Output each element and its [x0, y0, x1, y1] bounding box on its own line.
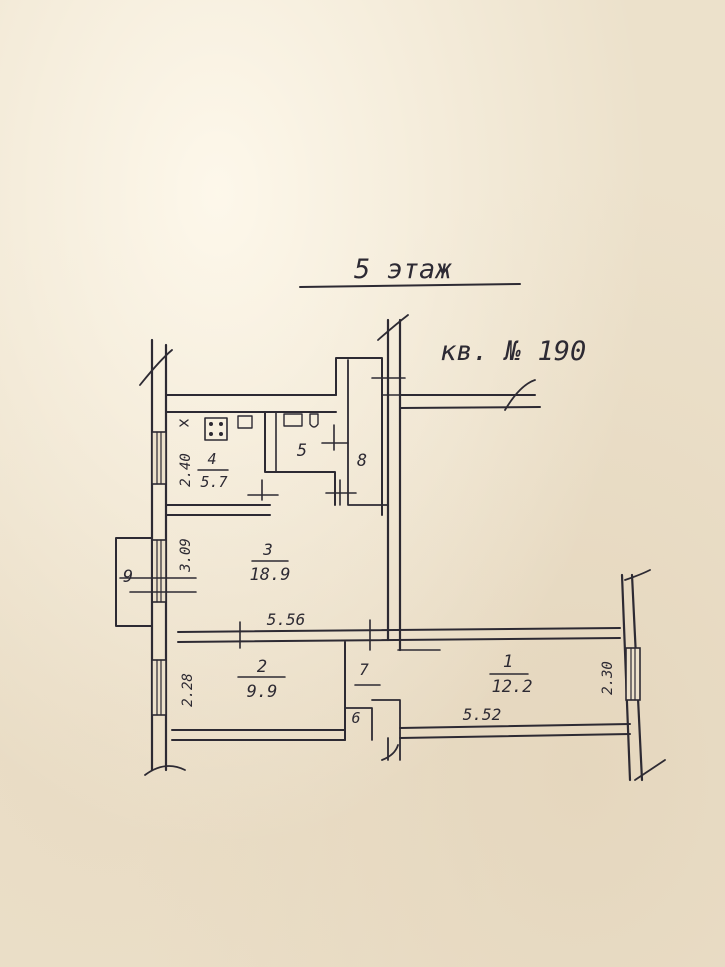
room-2-width-dimension: 2.28 — [180, 673, 196, 707]
room-4-number: 4 — [207, 450, 216, 468]
room-3-area: 18.9 — [250, 565, 291, 585]
room7-right-wall — [371, 699, 401, 761]
room-2-number: 2 — [257, 657, 267, 677]
middle-wall-top — [177, 627, 621, 633]
apartment-label: кв. № 190 — [440, 336, 586, 367]
corridor-wall-inner — [347, 359, 389, 506]
bathroom-wall — [264, 411, 336, 506]
door-marks — [239, 377, 441, 686]
room-3-length-dimension: 5.56 — [267, 610, 306, 629]
room-7-number: 7 — [359, 660, 369, 679]
fixtures — [179, 413, 319, 441]
wall-break-mark-top-left — [139, 349, 173, 386]
vent-mark-icon — [179, 419, 189, 427]
room-1-number: 1 — [503, 652, 513, 672]
wall-break-mark-shaft — [377, 314, 409, 341]
room-3-number: 3 — [262, 540, 273, 559]
room-1-width-dimension: 2.30 — [600, 661, 616, 695]
window-room1 — [625, 647, 641, 701]
room-5-number: 5 — [297, 441, 307, 461]
middle-wall-bottom — [177, 637, 621, 643]
right-upper-wall-bottom — [399, 406, 541, 409]
wall-break-mark-bottom-left — [144, 765, 186, 776]
window-room2 — [151, 659, 167, 716]
sink-icon — [237, 415, 253, 429]
room-labels: 1 12.2 2 9.9 3 18.9 4 5.7 5 6 7 8 9 — [123, 441, 533, 727]
wall-break-mark-top — [504, 379, 536, 411]
balcony-outline — [115, 537, 153, 627]
room-1-length-dimension: 5.52 — [463, 705, 502, 724]
room-1-area: 12.2 — [492, 677, 533, 697]
dimension-labels: 5.52 2.30 2.28 5.56 3.09 2.40 — [178, 453, 616, 724]
room6-wall — [344, 707, 373, 741]
floor-label: 5 этаж — [354, 254, 452, 285]
room-6-number: 6 — [351, 709, 360, 727]
room-2-area: 9.9 — [247, 682, 278, 702]
floor-label-underline — [299, 283, 521, 288]
bottom-wall-outer-right — [399, 723, 631, 729]
walls — [139, 314, 666, 782]
washbasin-icon — [283, 413, 303, 427]
wall-break-mark-right-top — [624, 569, 651, 581]
wall-break-mark-entrance — [381, 744, 399, 761]
room-4-area: 5.7 — [200, 473, 227, 491]
floor-header: 5 этаж кв. № 190 — [299, 254, 586, 367]
bottom-wall-inner-right — [399, 733, 631, 739]
wall-break-mark-right-bottom — [634, 759, 666, 781]
room-4-width-dimension: 2.40 — [178, 453, 194, 487]
windows — [151, 431, 641, 716]
room-8-number: 8 — [357, 451, 367, 471]
room-9-number: 9 — [123, 567, 133, 587]
stove-icon — [204, 417, 228, 441]
shaft-wall — [335, 357, 383, 516]
window-room4 — [151, 431, 167, 485]
room-3-width-dimension: 3.09 — [178, 538, 194, 573]
toilet-icon — [309, 413, 319, 428]
